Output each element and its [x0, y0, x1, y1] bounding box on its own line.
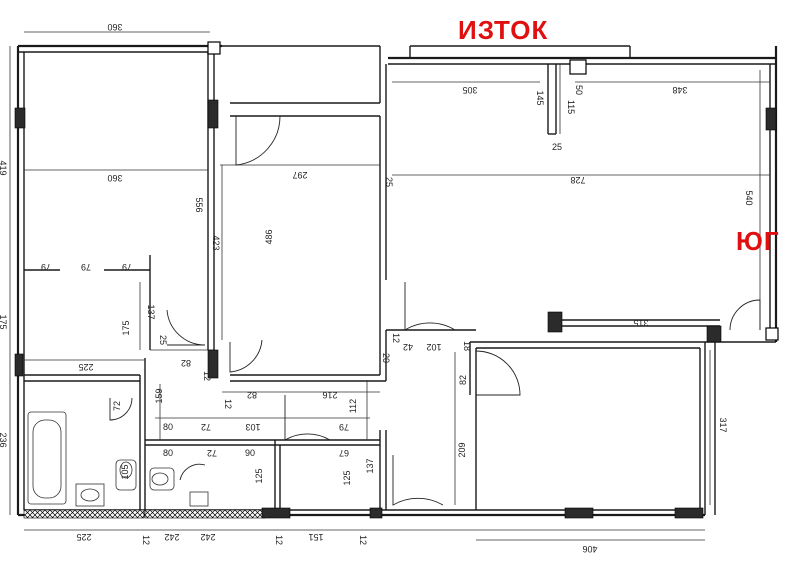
dim-728: 728	[570, 175, 585, 185]
dim-486: 486	[264, 229, 274, 244]
dim-225-mid: 225	[78, 362, 93, 372]
dim-137-a: 137	[146, 304, 156, 319]
dim-72-b: 72	[201, 422, 211, 432]
dim-72-c: 72	[207, 448, 217, 458]
dim-175-left: 175	[0, 314, 8, 329]
dim-79-c: 79	[122, 262, 132, 272]
dim-115: 115	[566, 100, 576, 114]
dim-79-d: 79	[339, 422, 349, 432]
dim-419: 419	[0, 160, 8, 175]
dim-236: 236	[0, 432, 8, 447]
dim-423: 423	[211, 235, 221, 250]
dim-137-b: 137	[365, 458, 375, 473]
dim-12-b: 12	[223, 399, 233, 409]
dim-360-top: 360	[107, 22, 122, 32]
dim-20: 20	[381, 353, 391, 363]
dim-82-b: 82	[247, 390, 257, 400]
bathroom-fixtures	[27, 411, 209, 507]
dim-112: 112	[348, 399, 358, 413]
dim-12-a: 12	[202, 371, 212, 381]
dim-25-top: 25	[552, 142, 562, 152]
dim-79-b: 79	[81, 262, 91, 272]
dim-145: 145	[535, 90, 545, 105]
dim-25-mid: 25	[384, 177, 394, 187]
dim-242-a: 242	[164, 532, 179, 542]
dim-360-mid: 360	[107, 173, 122, 183]
dim-12-d: 12	[141, 535, 151, 545]
dim-159: 159	[154, 388, 164, 403]
direction-label-south: ЮГ	[736, 226, 780, 256]
outer-walls	[16, 44, 778, 517]
dim-216: 216	[322, 390, 337, 400]
dim-105: 105	[120, 464, 130, 479]
dim-103: 103	[245, 422, 260, 432]
dim-209: 209	[457, 442, 467, 457]
dim-12-e: 12	[274, 535, 284, 545]
dim-297: 297	[292, 170, 307, 180]
pillars	[14, 41, 779, 519]
direction-label-east: ИЗТОК	[458, 15, 549, 45]
dim-175: 175	[121, 320, 131, 335]
dim-540: 540	[744, 190, 754, 205]
dim-556: 556	[194, 197, 204, 212]
dim-12-c: 12	[391, 333, 401, 343]
dim-90: 90	[245, 448, 255, 458]
dim-125-b: 125	[342, 470, 352, 485]
dim-67: 67	[339, 448, 349, 458]
guide-lines	[9, 31, 770, 541]
doors	[109, 115, 761, 506]
dim-125-a: 125	[254, 468, 264, 483]
dim-25-c: 25	[158, 335, 168, 345]
dim-102: 102	[426, 342, 441, 352]
dim-18: 18	[462, 341, 472, 351]
dim-12-f: 12	[358, 535, 368, 545]
dim-72-a: 72	[112, 401, 122, 411]
dim-348: 348	[672, 85, 687, 95]
dim-305: 305	[462, 85, 477, 95]
dim-80-b: 80	[163, 448, 173, 458]
dim-42: 42	[403, 342, 413, 352]
dimension-labels: 360 360 419 556 423 486 297 305 145 115 …	[0, 22, 754, 554]
dim-82-c: 82	[458, 375, 468, 385]
dim-82-a: 82	[181, 358, 191, 368]
dim-225-bottom: 225	[76, 532, 91, 542]
interior-walls	[24, 52, 720, 510]
dim-80-a: 80	[163, 422, 173, 432]
dim-315: 315	[633, 318, 648, 328]
dim-50: 50	[574, 85, 584, 95]
dim-317: 317	[718, 417, 728, 432]
dim-242-b: 242	[200, 532, 215, 542]
dim-151: 151	[308, 532, 323, 542]
dim-406: 406	[582, 544, 597, 554]
dim-79-a: 79	[41, 262, 51, 272]
